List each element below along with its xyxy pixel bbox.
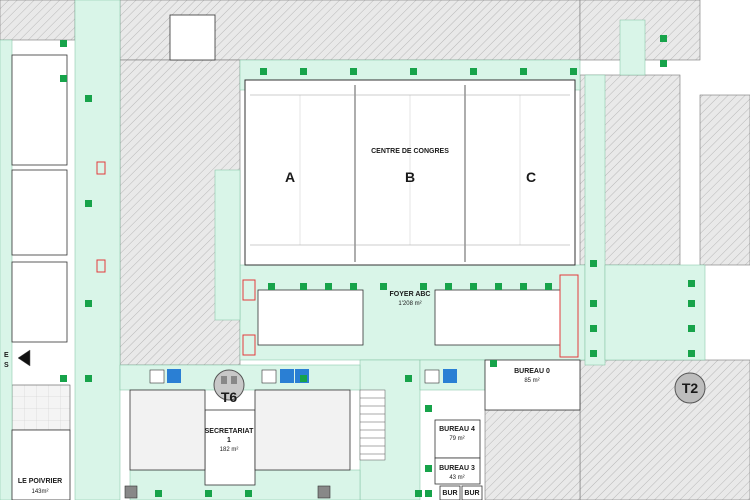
tower-t6	[213, 369, 245, 401]
exit-sign-icon	[410, 68, 417, 75]
exit-sign-icon	[155, 490, 162, 497]
exit-sign-icon	[85, 375, 92, 382]
elevator-icon	[124, 369, 440, 499]
bureau4-area: 79 m²	[449, 436, 464, 442]
exit-sign-icon	[660, 60, 667, 67]
exit-sign-icon	[520, 68, 527, 75]
poirrier-name: LE POIVRIER	[18, 478, 62, 485]
tower-t6-label: T6	[221, 389, 238, 405]
tower-t2-label: T2	[682, 380, 699, 396]
exit-sign-icon	[60, 35, 695, 497]
exit-sign-icon	[495, 283, 502, 290]
exit-sign-icon	[470, 68, 477, 75]
exit-sign-icon	[445, 283, 452, 290]
exit-sign-icon	[688, 300, 695, 307]
exit-sign-icon	[415, 490, 422, 497]
exit-sign-icon	[425, 405, 432, 412]
exit-sign-icon	[60, 75, 67, 82]
hall-title: CENTRE DE CONGRES	[371, 148, 449, 155]
exit-sign-icon	[590, 260, 597, 267]
exit-sign-icon	[590, 325, 597, 332]
bureau4-name: BUREAU 4	[439, 426, 475, 433]
exit-sign-icon	[688, 325, 695, 332]
bureau0-name: BUREAU 0	[514, 368, 550, 375]
exit-sign-icon	[300, 283, 307, 290]
exit-sign-icon	[470, 283, 477, 290]
exit-sign-icon	[245, 490, 252, 497]
exit-sign-icon	[688, 350, 695, 357]
exit-sign-icon	[688, 280, 695, 287]
lower-rooms	[129, 359, 581, 500]
foyer-walls	[257, 289, 561, 346]
tower-t2	[674, 372, 706, 404]
side-label-s: S	[4, 362, 9, 369]
side-label-e: E	[4, 352, 9, 359]
exit-sign-icon	[425, 490, 432, 497]
stairs-icon	[17, 349, 386, 461]
congress-hall	[244, 79, 576, 266]
exit-sign-icon	[85, 200, 92, 207]
bureau0-area: 85 m²	[524, 378, 539, 384]
bur-b-name: BUR	[464, 490, 479, 497]
exit-sign-icon	[490, 360, 497, 367]
exit-sign-icon	[85, 95, 92, 102]
fire-doors	[96, 161, 579, 358]
poirrier-area: 143m²	[31, 489, 48, 495]
exit-sign-icon	[425, 465, 432, 472]
section-b-label: B	[405, 169, 415, 185]
foyer-name: FOYER ABC	[390, 291, 431, 298]
section-c-label: C	[526, 169, 536, 185]
exit-sign-icon	[300, 375, 307, 382]
secretariat-name: SECRETARIAT	[205, 428, 254, 435]
secretariat-number: 1	[227, 437, 231, 444]
exit-sign-icon	[300, 68, 307, 75]
exit-sign-icon	[325, 283, 332, 290]
exit-sign-icon	[590, 350, 597, 357]
bur-a-name: BUR	[442, 490, 457, 497]
left-rooms	[11, 14, 216, 500]
exit-sign-icon	[260, 68, 267, 75]
exit-sign-icon	[268, 283, 275, 290]
exit-sign-icon	[405, 375, 412, 382]
exit-sign-icon	[570, 68, 577, 75]
exit-sign-icon	[60, 375, 67, 382]
bureau3-area: 43 m²	[449, 475, 464, 481]
exit-sign-icon	[60, 40, 67, 47]
exit-sign-icon	[660, 35, 667, 42]
exit-sign-icon	[590, 300, 597, 307]
section-a-label: A	[285, 169, 295, 185]
foyer-area: 1'208 m²	[398, 301, 421, 307]
exit-sign-icon	[520, 283, 527, 290]
exit-sign-icon	[545, 283, 552, 290]
exit-sign-icon	[85, 300, 92, 307]
bureau3-name: BUREAU 3	[439, 465, 475, 472]
exit-sign-icon	[350, 68, 357, 75]
exit-sign-icon	[420, 283, 427, 290]
secretariat-area: 182 m²	[220, 447, 239, 453]
exit-sign-icon	[350, 283, 357, 290]
exit-sign-icon	[380, 283, 387, 290]
exit-sign-icon	[205, 490, 212, 497]
